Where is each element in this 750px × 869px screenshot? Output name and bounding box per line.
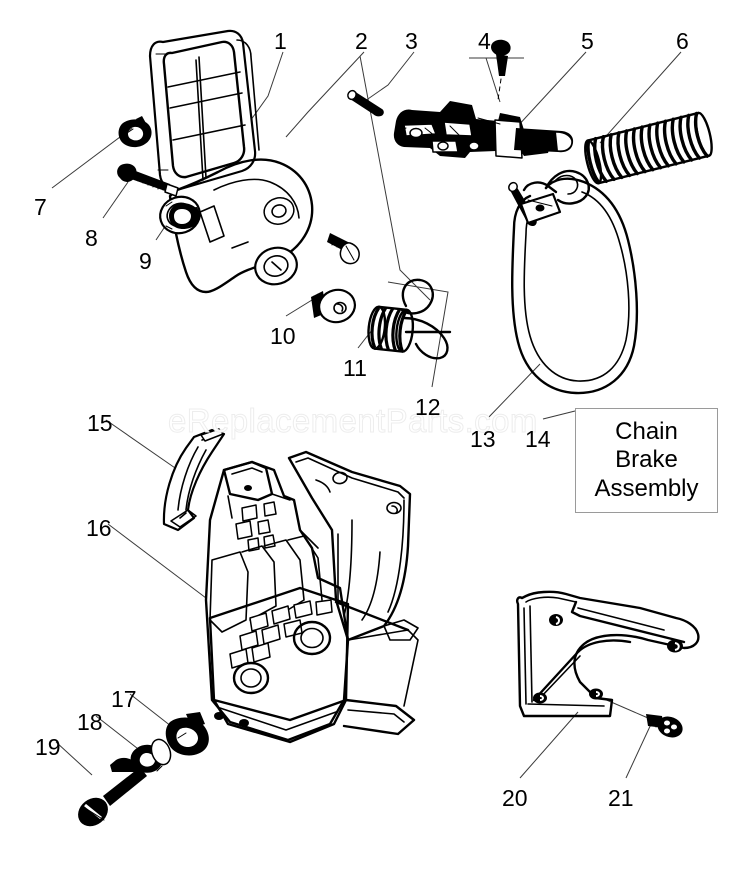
callout-15-chain-catcher: 15: [87, 410, 113, 436]
callout-17-flange-plate: 17: [111, 686, 137, 712]
part-bracket-bolt: [327, 233, 360, 265]
callout-19-long-screw: 19: [35, 734, 61, 760]
part-clutch-cover-housing: [204, 450, 419, 744]
callout-2-bracket-plate: 2: [355, 28, 368, 54]
callout-13-brake-band: 13: [470, 426, 496, 452]
callout-16-clutch-cover-housing: 16: [86, 515, 112, 541]
part-screw-4: [491, 39, 511, 101]
part-brake-link-actuator: [393, 101, 574, 159]
callout-10-pivot-bushing: 10: [270, 323, 296, 349]
part-flange-plate: [165, 712, 209, 756]
part-torsion-spring: [367, 278, 452, 360]
callout-12-spring-assembly: 12: [415, 394, 441, 420]
callout-1-hand-guard-lever: 1: [274, 28, 287, 54]
part-chain-catcher: [162, 428, 226, 532]
callout-11-torsion-spring: 11: [343, 355, 367, 381]
callout-18-lock-washer: 18: [77, 709, 103, 735]
part-lock-washer: [130, 738, 172, 773]
part-long-screw: [78, 757, 147, 827]
part-cover-screw: [646, 714, 683, 738]
leader-lines: [51, 51, 682, 779]
part-retaining-clip: [118, 116, 152, 148]
chain-brake-assembly-box: Chain Brake Assembly: [575, 408, 718, 513]
callout-20-brake-cover-shield: 20: [502, 785, 528, 811]
part-pivot-pin: [347, 89, 384, 117]
part-pivot-bushing: [311, 288, 356, 324]
part-bushing-washer: [159, 195, 201, 235]
part-hand-guard: [148, 29, 314, 294]
assembly-label-line3: Assembly: [594, 474, 699, 502]
callout-21-cover-screw: 21: [608, 785, 634, 811]
callout-7-retaining-clip: 7: [34, 194, 47, 220]
callout-4-screw: 4: [478, 28, 491, 54]
callout-9-bushing-washer: 9: [139, 248, 152, 274]
callout-8-shoulder-bolt: 8: [85, 225, 98, 251]
part-brake-cover-shield: [516, 590, 700, 718]
part-brake-band: [511, 169, 639, 395]
part-shoulder-bolt: [117, 163, 179, 197]
callout-3-pivot-pin: 3: [405, 28, 418, 54]
callout-5-brake-link-actuator: 5: [581, 28, 594, 54]
assembly-label-line1: Chain: [615, 418, 678, 446]
callout-14-chain-brake-assembly: 14: [525, 426, 551, 452]
part-compression-spring: [584, 111, 713, 185]
assembly-label-line2: Brake: [615, 446, 678, 474]
callout-6-compression-spring: 6: [676, 28, 689, 54]
